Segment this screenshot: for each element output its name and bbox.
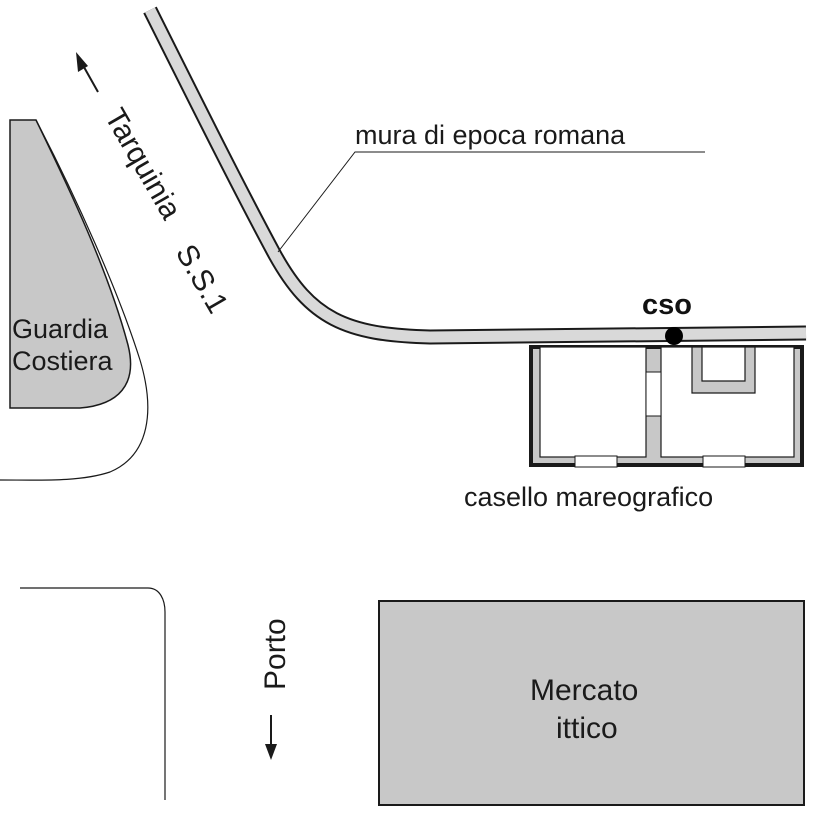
fish-market-building [378,600,805,806]
cso-station-marker [665,327,683,345]
wall-label-leader [277,151,705,253]
road-town-label: Tarquinia [98,103,188,225]
tide-house-label: casello mareografico [464,482,713,512]
coast-guard-label-line2: Costiera [12,346,114,376]
tide-gauge-house [529,345,804,468]
cso-label: cso [642,289,692,321]
roman-wall [143,6,807,345]
port-label: Porto [259,618,292,690]
lower-left-boundary [20,587,166,800]
fish-market-label-line1: Mercato [530,674,638,707]
wall-label: mura di epoca romana [355,120,626,150]
arrow-down-icon [265,715,277,760]
coast-guard-building [9,119,132,409]
coast-guard-boundary [0,119,149,481]
coast-guard-label-line1: Guardia [12,314,109,344]
road-code-label: S.S.1 [169,239,234,319]
fish-market-label-line2: ittico [556,712,618,745]
arrow-up-icon [76,52,99,93]
